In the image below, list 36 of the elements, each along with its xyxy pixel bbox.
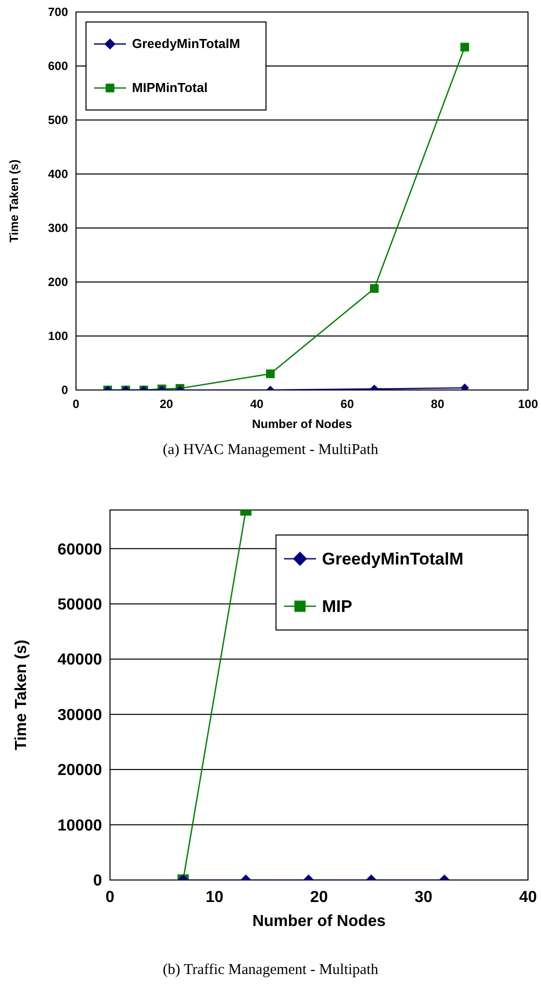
axis-title: Number of Nodes [252,417,352,431]
tick-label: 50000 [58,596,102,614]
tick-label: 500 [48,113,68,128]
legend-label: GreedyMinTotalM [322,549,464,568]
tick-label: 80 [430,397,444,411]
tick-label: 300 [48,221,68,236]
tick-label: 30 [414,889,432,906]
legend-label: MIPMinTotal [132,80,208,96]
figure-caption: (b) Traffic Management - Multipath [162,962,380,979]
tick-label: 10000 [58,817,102,834]
tick-label: 40 [250,397,264,411]
tick-label: 0 [61,383,68,398]
tick-label: 100 [48,329,68,344]
legend-label: GreedyMinTotalM [132,36,240,52]
tick-label: 0 [72,397,80,411]
tick-label: 40 [519,889,537,906]
tick-label: 600 [48,59,68,74]
tick-label: 60000 [58,541,102,558]
tick-label: 100 [518,397,538,411]
axis-title: Time Taken (s) [7,160,21,242]
tick-label: 0 [93,872,102,890]
figure-caption: (a) HVAC Management - MultiPath [162,442,380,459]
tick-label: 200 [48,275,68,290]
tick-label: 700 [48,5,68,20]
tick-label: 400 [48,167,68,182]
tick-label: 40000 [58,652,102,669]
tick-label: 30000 [58,706,102,724]
axis-title: Time Taken (s) [13,640,30,750]
tick-label: 20 [160,397,174,411]
tick-label: 20000 [58,762,102,780]
axis-title: Number of Nodes [252,913,386,930]
tick-label: 10 [206,889,224,906]
tick-label: 60 [340,397,354,411]
legend-label: MIP [322,596,352,616]
tick-label: 0 [106,889,114,906]
tick-label: 20 [310,889,328,906]
